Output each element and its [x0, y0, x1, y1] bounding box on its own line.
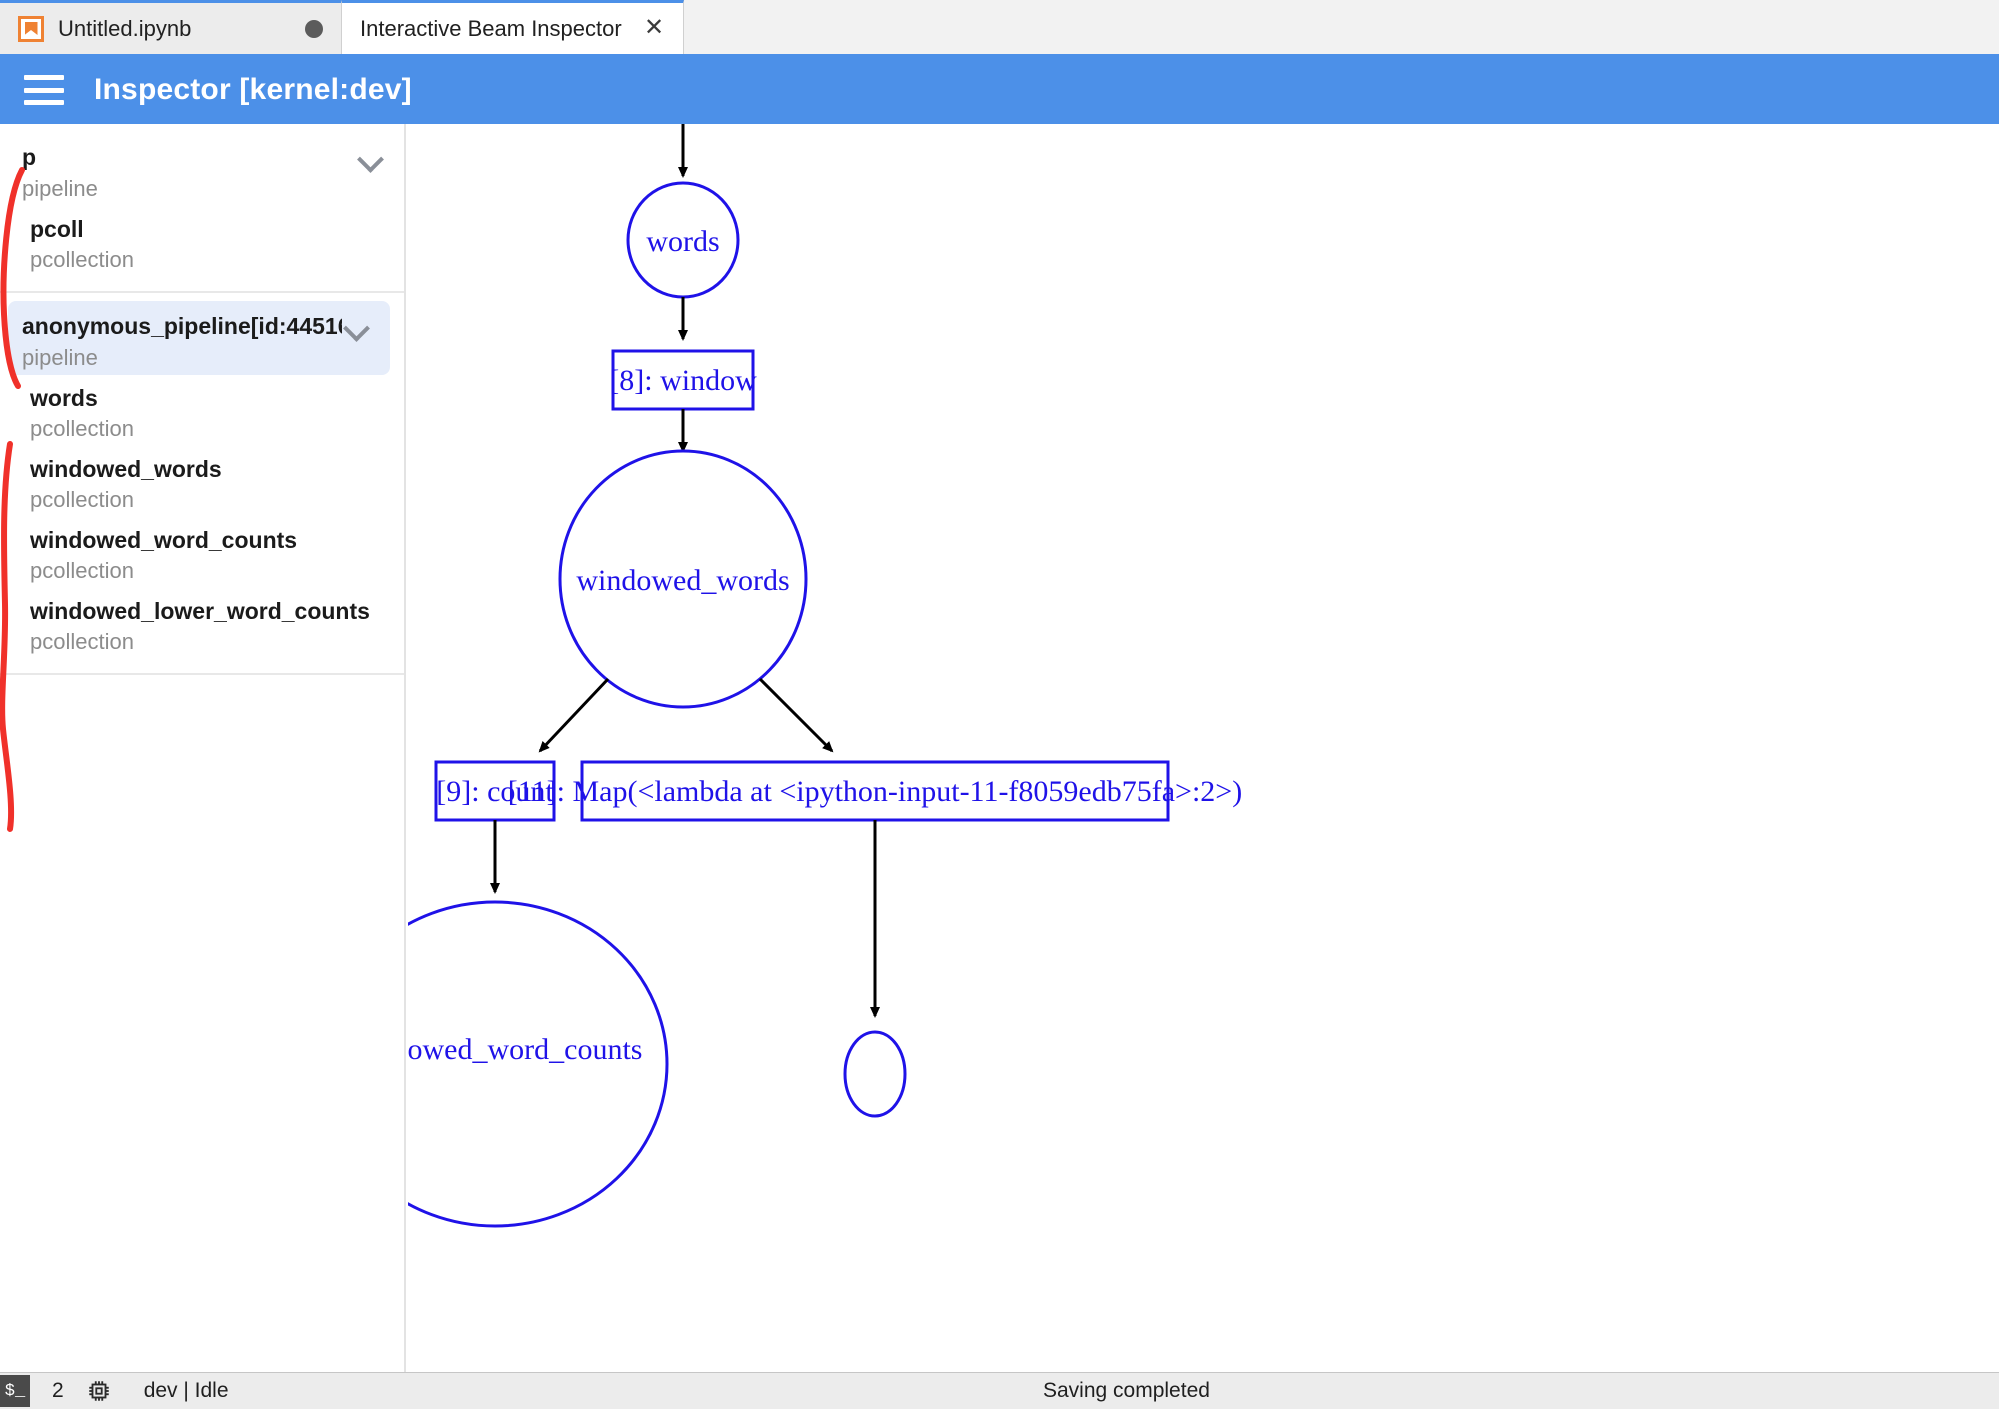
- inspector-header: Inspector [kernel:dev]: [0, 56, 1999, 124]
- chevron-down-icon[interactable]: [342, 311, 372, 341]
- sidebar-item-label: windowed_word_counts: [30, 527, 298, 553]
- tab-bar: Untitled.ipynb Interactive Beam Inspecto…: [0, 0, 1999, 56]
- pipeline-graph-canvas[interactable]: words [8]: window window: [408, 124, 1999, 1372]
- sidebar-group-p: p pipeline pcoll pcollection: [0, 124, 404, 293]
- graph-node-words[interactable]: words: [626, 181, 740, 299]
- sidebar-item-pcoll[interactable]: pcoll pcollection: [0, 206, 404, 277]
- graph-node-windowed-word-counts[interactable]: windowed_word_counts: [408, 900, 669, 1228]
- graph-node-label: [9]: count: [436, 775, 554, 808]
- sidebar-item-label: p: [22, 143, 37, 170]
- graph-node-map-lambda[interactable]: [11]: Map(<lambda at <ipython-input-11-f…: [508, 760, 1242, 822]
- sidebar-item-type: pcollection: [30, 416, 134, 441]
- terminal-count: 2: [52, 1379, 64, 1402]
- graph-node-label: words: [646, 225, 719, 258]
- sidebar-item-label: words: [30, 385, 98, 411]
- graph-node-count[interactable]: [9]: count: [434, 760, 556, 822]
- sidebar-item-anonymous-pipeline[interactable]: anonymous_pipeline[id:44516… pipeline: [8, 301, 390, 375]
- close-icon[interactable]: ✕: [643, 13, 665, 41]
- graph-node-label: [8]: window: [609, 364, 757, 397]
- graph-edge-windowed-words-to-count: [538, 677, 610, 753]
- tab-interactive-beam-inspector[interactable]: Interactive Beam Inspector ✕: [342, 0, 684, 54]
- sidebar-item-type: pcollection: [30, 487, 134, 512]
- graph-node-label: windowed_word_counts: [408, 1033, 642, 1066]
- chevron-down-icon[interactable]: [356, 142, 386, 172]
- unsaved-indicator-icon[interactable]: [305, 19, 323, 38]
- tab-label: Interactive Beam Inspector: [360, 15, 622, 41]
- sidebar-item-type: pipeline: [22, 176, 98, 201]
- tab-untitled-ipynb[interactable]: Untitled.ipynb: [0, 0, 342, 54]
- sidebar-item-type: pcollection: [30, 558, 134, 583]
- page-title: Inspector [kernel:dev]: [94, 73, 412, 106]
- graph-node-label: [11]: Map(<lambda at <ipython-input-11-f…: [508, 775, 1242, 808]
- inspector-sidebar: p pipeline pcoll pcollection anonymous_p…: [0, 124, 406, 1372]
- sidebar-item-label: windowed_lower_word_counts: [30, 598, 370, 624]
- sidebar-item-label: anonymous_pipeline[id:44516…: [22, 312, 342, 339]
- sidebar-item-windowed-lower-word-counts[interactable]: windowed_lower_word_counts pcollection: [0, 588, 404, 659]
- graph-node-window[interactable]: [8]: window: [609, 349, 757, 411]
- sidebar-item-windowed-word-counts[interactable]: windowed_word_counts pcollection: [0, 517, 404, 588]
- graph-edge-windowed-words-to-map: [758, 677, 834, 753]
- pipeline-graph: words [8]: window window: [408, 124, 1242, 1228]
- hamburger-icon[interactable]: [24, 75, 64, 105]
- sidebar-group-anonymous-pipeline: anonymous_pipeline[id:44516… pipeline wo…: [0, 293, 404, 675]
- status-bar: $_ 2 dev | Idle Saving completed: [0, 1372, 1999, 1409]
- kernel-status[interactable]: dev | Idle: [143, 1379, 229, 1402]
- graph-node-windowed-words[interactable]: windowed_words: [558, 449, 808, 709]
- sidebar-item-type: pcollection: [30, 247, 134, 272]
- save-status: Saving completed: [1043, 1379, 1210, 1402]
- terminal-icon[interactable]: $_: [0, 1375, 30, 1407]
- sidebar-item-windowed-words[interactable]: windowed_words pcollection: [0, 446, 404, 517]
- sidebar-item-type: pcollection: [30, 629, 134, 654]
- sidebar-item-label: pcoll: [30, 216, 84, 242]
- graph-node-unnamed-small[interactable]: [843, 1030, 907, 1118]
- notebook-icon: [18, 15, 44, 42]
- inspector-body: p pipeline pcoll pcollection anonymous_p…: [0, 124, 1999, 1372]
- chip-icon[interactable]: [86, 1378, 112, 1404]
- sidebar-item-words[interactable]: words pcollection: [0, 375, 404, 446]
- sidebar-item-type: pipeline: [22, 345, 98, 370]
- sidebar-item-label: windowed_words: [30, 456, 222, 482]
- graph-node-label: windowed_words: [576, 564, 789, 597]
- sidebar-item-p[interactable]: p pipeline: [0, 132, 404, 206]
- tab-label: Untitled.ipynb: [58, 15, 192, 41]
